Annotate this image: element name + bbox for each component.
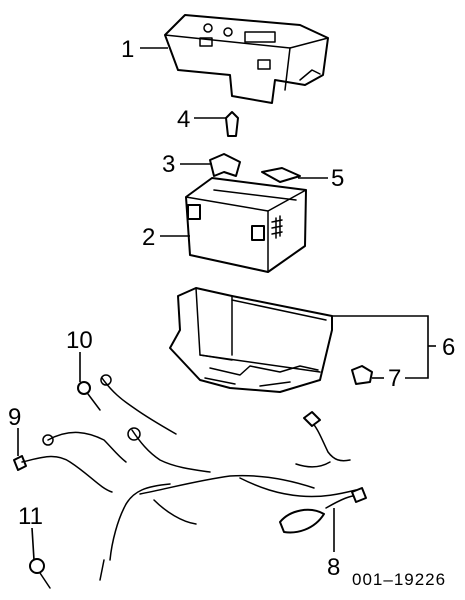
push-pin-retainer: [225, 111, 239, 137]
leader-lines: [17, 47, 436, 561]
callout-1: 1: [121, 36, 134, 63]
reference-code: 001–19226: [352, 570, 446, 589]
callout-5: 5: [331, 165, 344, 192]
bolt-10: [77, 381, 101, 411]
terminal-cover: [209, 153, 241, 177]
hold-down-clip: [351, 365, 373, 385]
battery-pad: [261, 167, 301, 183]
bolt-11: [29, 558, 51, 589]
negative-cable: [13, 431, 127, 493]
callout-8: 8: [327, 554, 340, 581]
callout-6: 6: [442, 334, 455, 361]
callout-3: 3: [162, 151, 175, 178]
battery: [185, 177, 307, 273]
callout-7: 7: [388, 365, 401, 392]
callout-11: 11: [18, 503, 43, 530]
callout-4: 4: [177, 106, 190, 133]
positive-cable-harness: [99, 374, 367, 581]
callout-2: 2: [142, 224, 155, 251]
battery-tray: [169, 287, 333, 393]
battery-cover: [164, 14, 329, 104]
callout-9: 9: [8, 404, 21, 431]
callout-10: 10: [66, 327, 93, 354]
